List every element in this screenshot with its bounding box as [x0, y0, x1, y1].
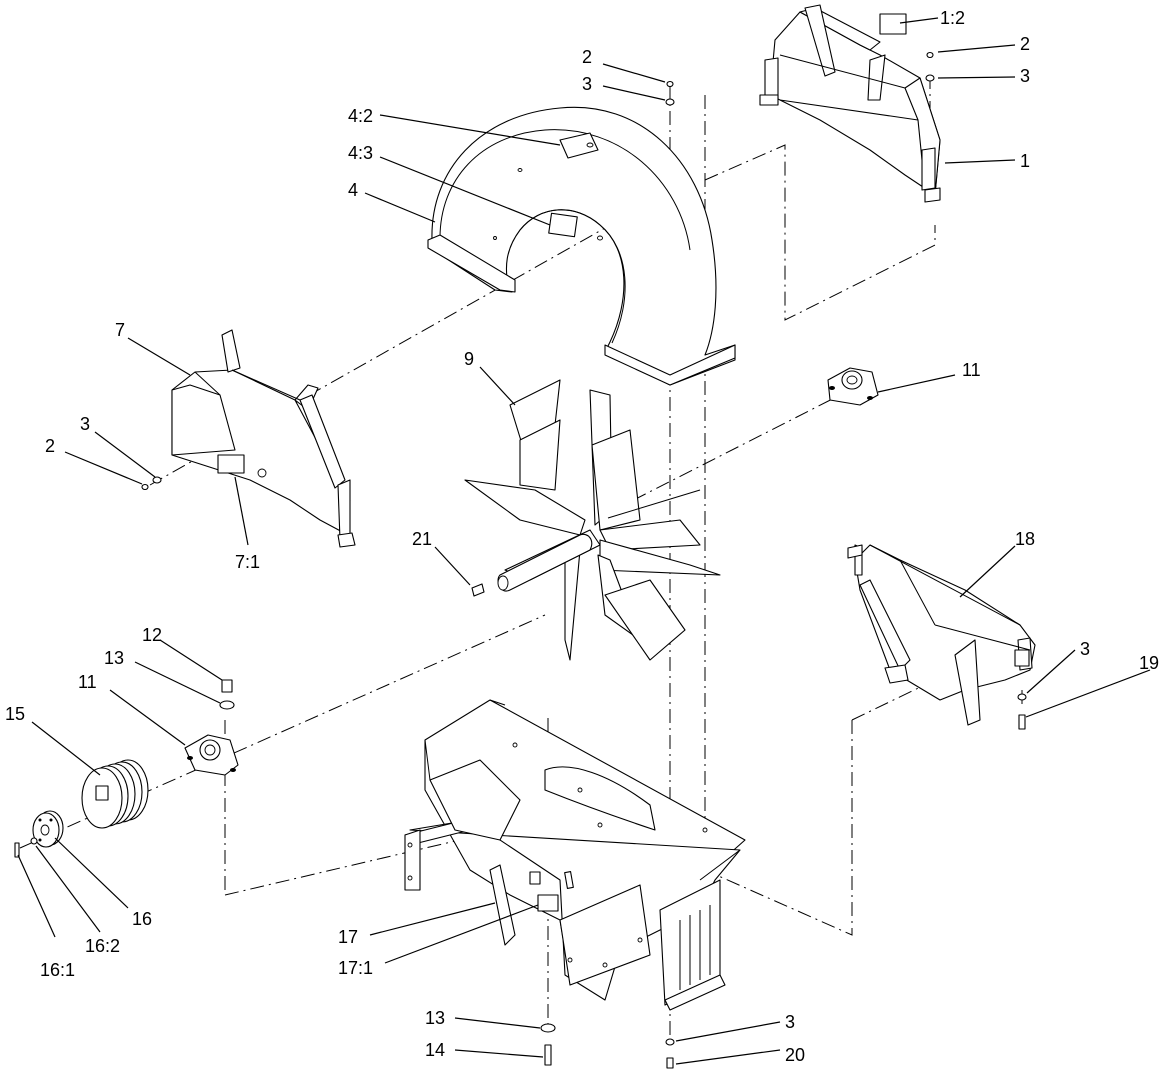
leader-lines	[17, 17, 1151, 1065]
callout-1: 1	[1020, 151, 1030, 171]
callout-3: 3	[785, 1012, 795, 1032]
part-11-bearing-lower	[184, 734, 239, 776]
callout-16-1: 16:1	[40, 960, 75, 980]
callout-12: 12	[142, 625, 162, 645]
callout-3: 3	[1080, 639, 1090, 659]
callout-3: 3	[80, 414, 90, 434]
callout-3: 3	[582, 74, 592, 94]
part-4-blower-housing	[427, 106, 736, 386]
callout-1-2: 1:2	[940, 8, 965, 28]
callout-18: 18	[1015, 529, 1035, 549]
part-18-lower-chute	[847, 544, 1036, 726]
part-1-upper-chute	[759, 4, 941, 203]
part-7-left-chute	[171, 329, 356, 548]
part-9-impeller	[464, 379, 721, 661]
callout-labels: 2 3 1:2 2 3 1 4:2 4:3 4 7 3 2 7:1 9 11 2…	[5, 8, 1159, 1065]
callout-2: 2	[45, 436, 55, 456]
callout-7-1: 7:1	[235, 552, 260, 572]
callout-17-1: 17:1	[338, 958, 373, 978]
callout-2: 2	[1020, 34, 1030, 54]
callout-4-2: 4:2	[348, 106, 373, 126]
callout-20: 20	[785, 1045, 805, 1065]
callout-13: 13	[425, 1008, 445, 1028]
callout-11: 11	[78, 672, 97, 692]
callout-7: 7	[115, 320, 125, 340]
callout-15: 15	[5, 704, 25, 724]
part-17-lower-frame	[404, 699, 746, 1011]
callout-9: 9	[464, 349, 474, 369]
callout-2: 2	[582, 47, 592, 67]
callout-3: 3	[1020, 66, 1030, 86]
callout-14: 14	[425, 1040, 445, 1060]
callout-16-2: 16:2	[85, 936, 120, 956]
part-15-pulley	[81, 759, 149, 829]
callout-4: 4	[348, 180, 358, 200]
callout-16: 16	[132, 909, 152, 929]
callout-13: 13	[104, 648, 124, 668]
part-16-hub	[32, 810, 64, 848]
part-11-bearing-upper	[827, 367, 879, 406]
callout-21: 21	[412, 529, 432, 549]
callout-19: 19	[1139, 653, 1159, 673]
callout-11: 11	[962, 360, 981, 380]
callout-4-3: 4:3	[348, 143, 373, 163]
hardware	[14, 51, 1027, 1069]
callout-17: 17	[338, 927, 358, 947]
